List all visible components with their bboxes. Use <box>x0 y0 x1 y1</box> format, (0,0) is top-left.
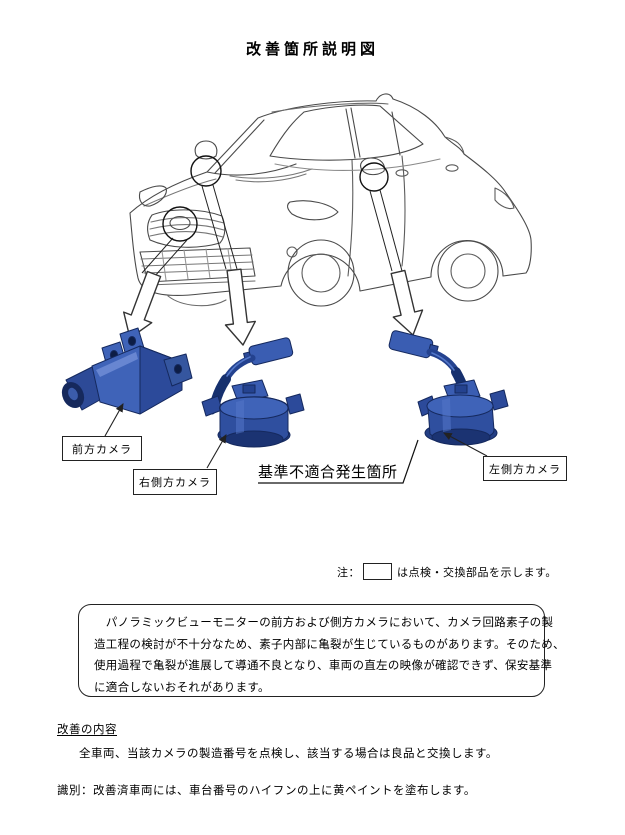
legend-note-suffix: は点検・交換部品を示します。 <box>397 566 557 579</box>
leader-lines <box>141 184 403 278</box>
front-camera-image <box>61 327 193 415</box>
improvement-diagram <box>61 93 532 484</box>
identification-line: 識別：改善済車両には、車台番号のハイフンの上に黄ペイントを塗布します。 <box>57 785 476 797</box>
defect-description-box: パノラミックビューモニターの前方および側方カメラにおいて、カメラ回路素子の製 造… <box>78 604 565 697</box>
block-arrows <box>122 268 424 346</box>
mirror-camera-circle <box>359 162 389 192</box>
label-pointer-arrows <box>104 403 488 469</box>
description-line: 使用過程で亀裂が進展して導通不良となり、車両の直左の映像が確認できず、保安基準 <box>94 660 553 672</box>
description-line: パノラミックビューモニターの前方および側方カメラにおいて、カメラ回路素子の製 <box>94 617 554 629</box>
left-side-camera-image <box>388 330 509 446</box>
legend-note: 注： は点検・交換部品を示します。 <box>337 563 557 580</box>
block-arrow-front <box>122 270 162 339</box>
block-arrow-left-side <box>390 269 424 336</box>
improvement-section-body: 全車両、当該カメラの製造番号を点検し、該当する場合は良品と交換します。 <box>79 748 498 760</box>
improvement-section-heading: 改善の内容 <box>57 724 117 736</box>
description-line: 造工程の検討が不十分なため、素子内部に亀裂が生じているものがあります。そのため、 <box>94 638 565 651</box>
right-side-camera-image <box>201 337 305 448</box>
front-camera-callout: 前方カメラ <box>62 436 142 461</box>
description-line: に適合しないおそれがあります。 <box>94 681 270 694</box>
left-camera-callout-label: 左側方カメラ <box>489 463 561 476</box>
front-emblem-camera-circle <box>162 206 198 242</box>
cowl-camera-circle <box>190 155 222 187</box>
legend-part-box <box>363 563 392 580</box>
defect-underline <box>258 439 419 484</box>
front-camera-callout-label: 前方カメラ <box>72 443 132 456</box>
legend-note-prefix: 注： <box>337 566 360 579</box>
block-arrow-right-side <box>224 268 257 346</box>
defect-location-label: 基準不適合発生箇所 <box>258 464 398 481</box>
left-camera-callout: 左側方カメラ <box>483 456 567 481</box>
right-camera-callout-label: 右側方カメラ <box>139 477 211 489</box>
right-camera-callout: 右側方カメラ <box>133 469 217 495</box>
car-line-art <box>129 93 532 307</box>
camera-location-circles <box>162 155 389 242</box>
page-title: 改善箇所説明図 <box>245 41 379 58</box>
